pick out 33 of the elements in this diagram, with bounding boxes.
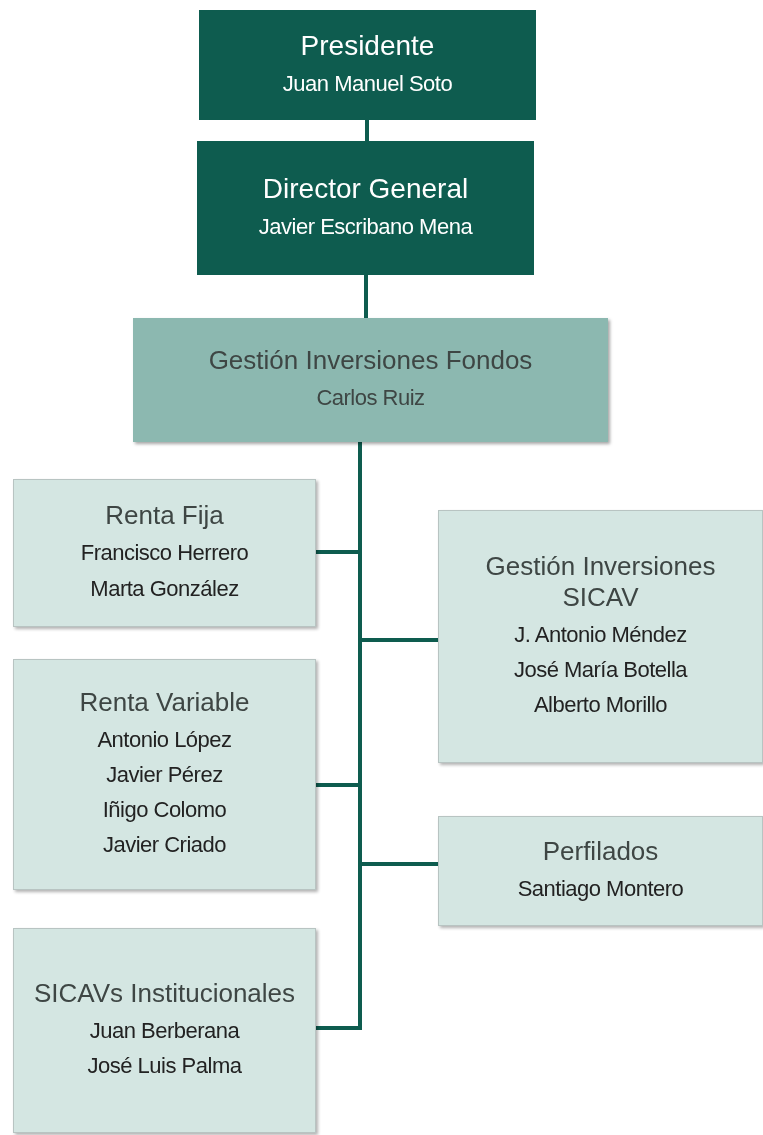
org-box	[13, 928, 316, 1133]
unit-title: Gestión Inversiones SICAV	[484, 550, 717, 613]
connector-line	[364, 275, 368, 318]
person-name: Juan Berberana	[89, 1016, 240, 1045]
person-name: José María Botella	[513, 656, 688, 685]
org-box	[13, 479, 316, 627]
unit-title: SICAVs Institucionales	[33, 977, 296, 1009]
person-name: Antonio López	[97, 725, 232, 754]
person-name: Iñigo Colomo	[102, 796, 227, 825]
person-name: J. Antonio Méndez	[514, 620, 687, 649]
org-box	[199, 10, 536, 120]
unit-title: Presidente	[300, 28, 435, 63]
person-name: Javier Criado	[102, 831, 227, 860]
person-name: Santiago Montero	[517, 875, 684, 903]
person-name: Francisco Herrero	[80, 539, 249, 568]
org-box	[13, 659, 316, 890]
unit-title: Perfilados	[542, 835, 659, 867]
person-name: Juan Manuel Soto	[282, 70, 453, 99]
person-name: Alberto Morillo	[533, 691, 668, 720]
unit-title: Renta Fija	[105, 500, 224, 532]
unit-title: Gestión Inversiones Fondos	[208, 344, 533, 376]
person-name: Marta González	[90, 574, 239, 603]
unit-title: Director General	[262, 171, 469, 206]
person-name: José Luis Palma	[87, 1052, 242, 1081]
person-name: Javier Escribano Mena	[258, 213, 473, 242]
org-box	[438, 510, 763, 763]
person-name: Javier Pérez	[106, 760, 223, 789]
org-box	[197, 141, 534, 275]
person-name: Carlos Ruiz	[316, 384, 425, 412]
unit-title: Renta Variable	[79, 686, 250, 718]
org-box	[133, 318, 608, 442]
org-box	[438, 816, 763, 926]
connector-line	[365, 120, 369, 141]
